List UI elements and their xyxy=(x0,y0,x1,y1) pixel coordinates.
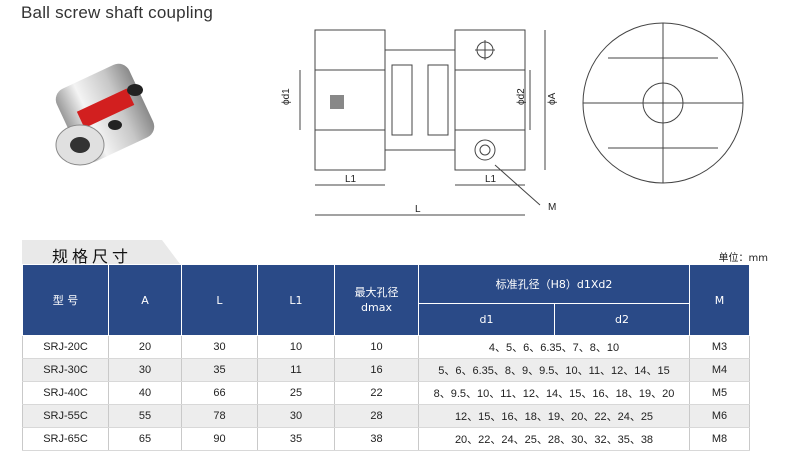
label-d1: ϕd1 xyxy=(281,88,292,105)
cell-dmax: 28 xyxy=(334,404,419,428)
cell-L1: 25 xyxy=(257,381,335,405)
page-title: Ball screw shaft coupling xyxy=(21,3,214,22)
label-L1-right: L1 xyxy=(485,174,497,185)
cell-bores: 12、15、16、18、19、20、22、24、25 xyxy=(418,404,690,428)
header-L1: L1 xyxy=(257,264,335,336)
coupling-end-view xyxy=(582,22,744,184)
spec-heading: 规格尺寸 xyxy=(52,247,133,266)
header-L: L xyxy=(181,264,258,336)
cell-A: 55 xyxy=(108,404,182,428)
label-L: L xyxy=(415,204,421,215)
cell-L1: 11 xyxy=(257,358,335,382)
spec-header: 规格尺寸 单位：mm xyxy=(22,240,776,266)
table-row: SRJ-55C 55 78 30 28 12、15、16、18、19、20、22… xyxy=(22,404,750,428)
header-d2: d2 xyxy=(554,303,690,336)
cell-dmax: 22 xyxy=(334,381,419,405)
cell-L: 66 xyxy=(181,381,258,405)
table-row: SRJ-65C 65 90 35 38 20、22、24、25、28、30、32… xyxy=(22,427,750,451)
table-row: SRJ-20C 20 30 10 10 4、5、6、6.35、7、8、10 M3 xyxy=(22,335,750,359)
cell-L: 78 xyxy=(181,404,258,428)
cell-L: 90 xyxy=(181,427,258,451)
coupling-side-drawing: ϕd1 ϕd2 ϕA L1 L1 L M xyxy=(281,29,558,216)
cell-M: M3 xyxy=(689,335,750,359)
cell-dmax: 10 xyxy=(334,335,419,359)
spec-tab xyxy=(22,240,180,264)
cell-L1: 10 xyxy=(257,335,335,359)
cell-model: SRJ-20C xyxy=(22,335,109,359)
cell-bores: 4、5、6、6.35、7、8、10 xyxy=(418,335,690,359)
header-M: M xyxy=(689,264,750,336)
cell-bores: 8、9.5、10、11、12、14、15、16、18、19、20 xyxy=(418,381,690,405)
header-bore: 标准孔径（H8）d1Xd2 xyxy=(418,264,690,304)
header-A: A xyxy=(108,264,182,336)
header-model: 型 号 xyxy=(22,264,109,336)
cell-bores: 20、22、24、25、28、30、32、35、38 xyxy=(418,427,690,451)
cell-A: 20 xyxy=(108,335,182,359)
header-dmax-line2: dmax xyxy=(361,301,392,314)
cell-model: SRJ-30C xyxy=(22,358,109,382)
cell-model: SRJ-55C xyxy=(22,404,109,428)
cell-A: 40 xyxy=(108,381,182,405)
cell-M: M4 xyxy=(689,358,750,382)
header-dmax-line1: 最大孔径 xyxy=(354,286,399,299)
cell-dmax: 38 xyxy=(334,427,419,451)
coupling-photo xyxy=(55,63,155,166)
table-row: SRJ-30C 30 35 11 16 5、6、6.35、8、9、9.5、10、… xyxy=(22,358,750,382)
cell-L1: 30 xyxy=(257,404,335,428)
cell-bores: 5、6、6.35、8、9、9.5、10、11、12、14、15 xyxy=(418,358,690,382)
cell-A: 65 xyxy=(108,427,182,451)
table-row: SRJ-40C 40 66 25 22 8、9.5、10、11、12、14、15… xyxy=(22,381,750,405)
header-dmax: 最大孔径 dmax xyxy=(334,264,419,336)
label-L1-left: L1 xyxy=(345,174,357,185)
label-d2: ϕd2 xyxy=(516,88,527,105)
cell-M: M5 xyxy=(689,381,750,405)
cell-M: M6 xyxy=(689,404,750,428)
spec-table: 型 号 A L L1 最大孔径 dmax 标准孔径（H8）d1Xd2 M d1 … xyxy=(22,264,750,451)
cell-model: SRJ-40C xyxy=(22,381,109,405)
cell-A: 30 xyxy=(108,358,182,382)
unit-label: 单位：mm xyxy=(718,253,768,264)
cell-M: M8 xyxy=(689,427,750,451)
cell-L1: 35 xyxy=(257,427,335,451)
header-d1: d1 xyxy=(418,303,555,336)
cell-dmax: 16 xyxy=(334,358,419,382)
cell-L: 35 xyxy=(181,358,258,382)
cell-L: 30 xyxy=(181,335,258,359)
cell-model: SRJ-65C xyxy=(22,427,109,451)
label-M: M xyxy=(548,202,556,213)
label-A: ϕA xyxy=(547,92,558,105)
